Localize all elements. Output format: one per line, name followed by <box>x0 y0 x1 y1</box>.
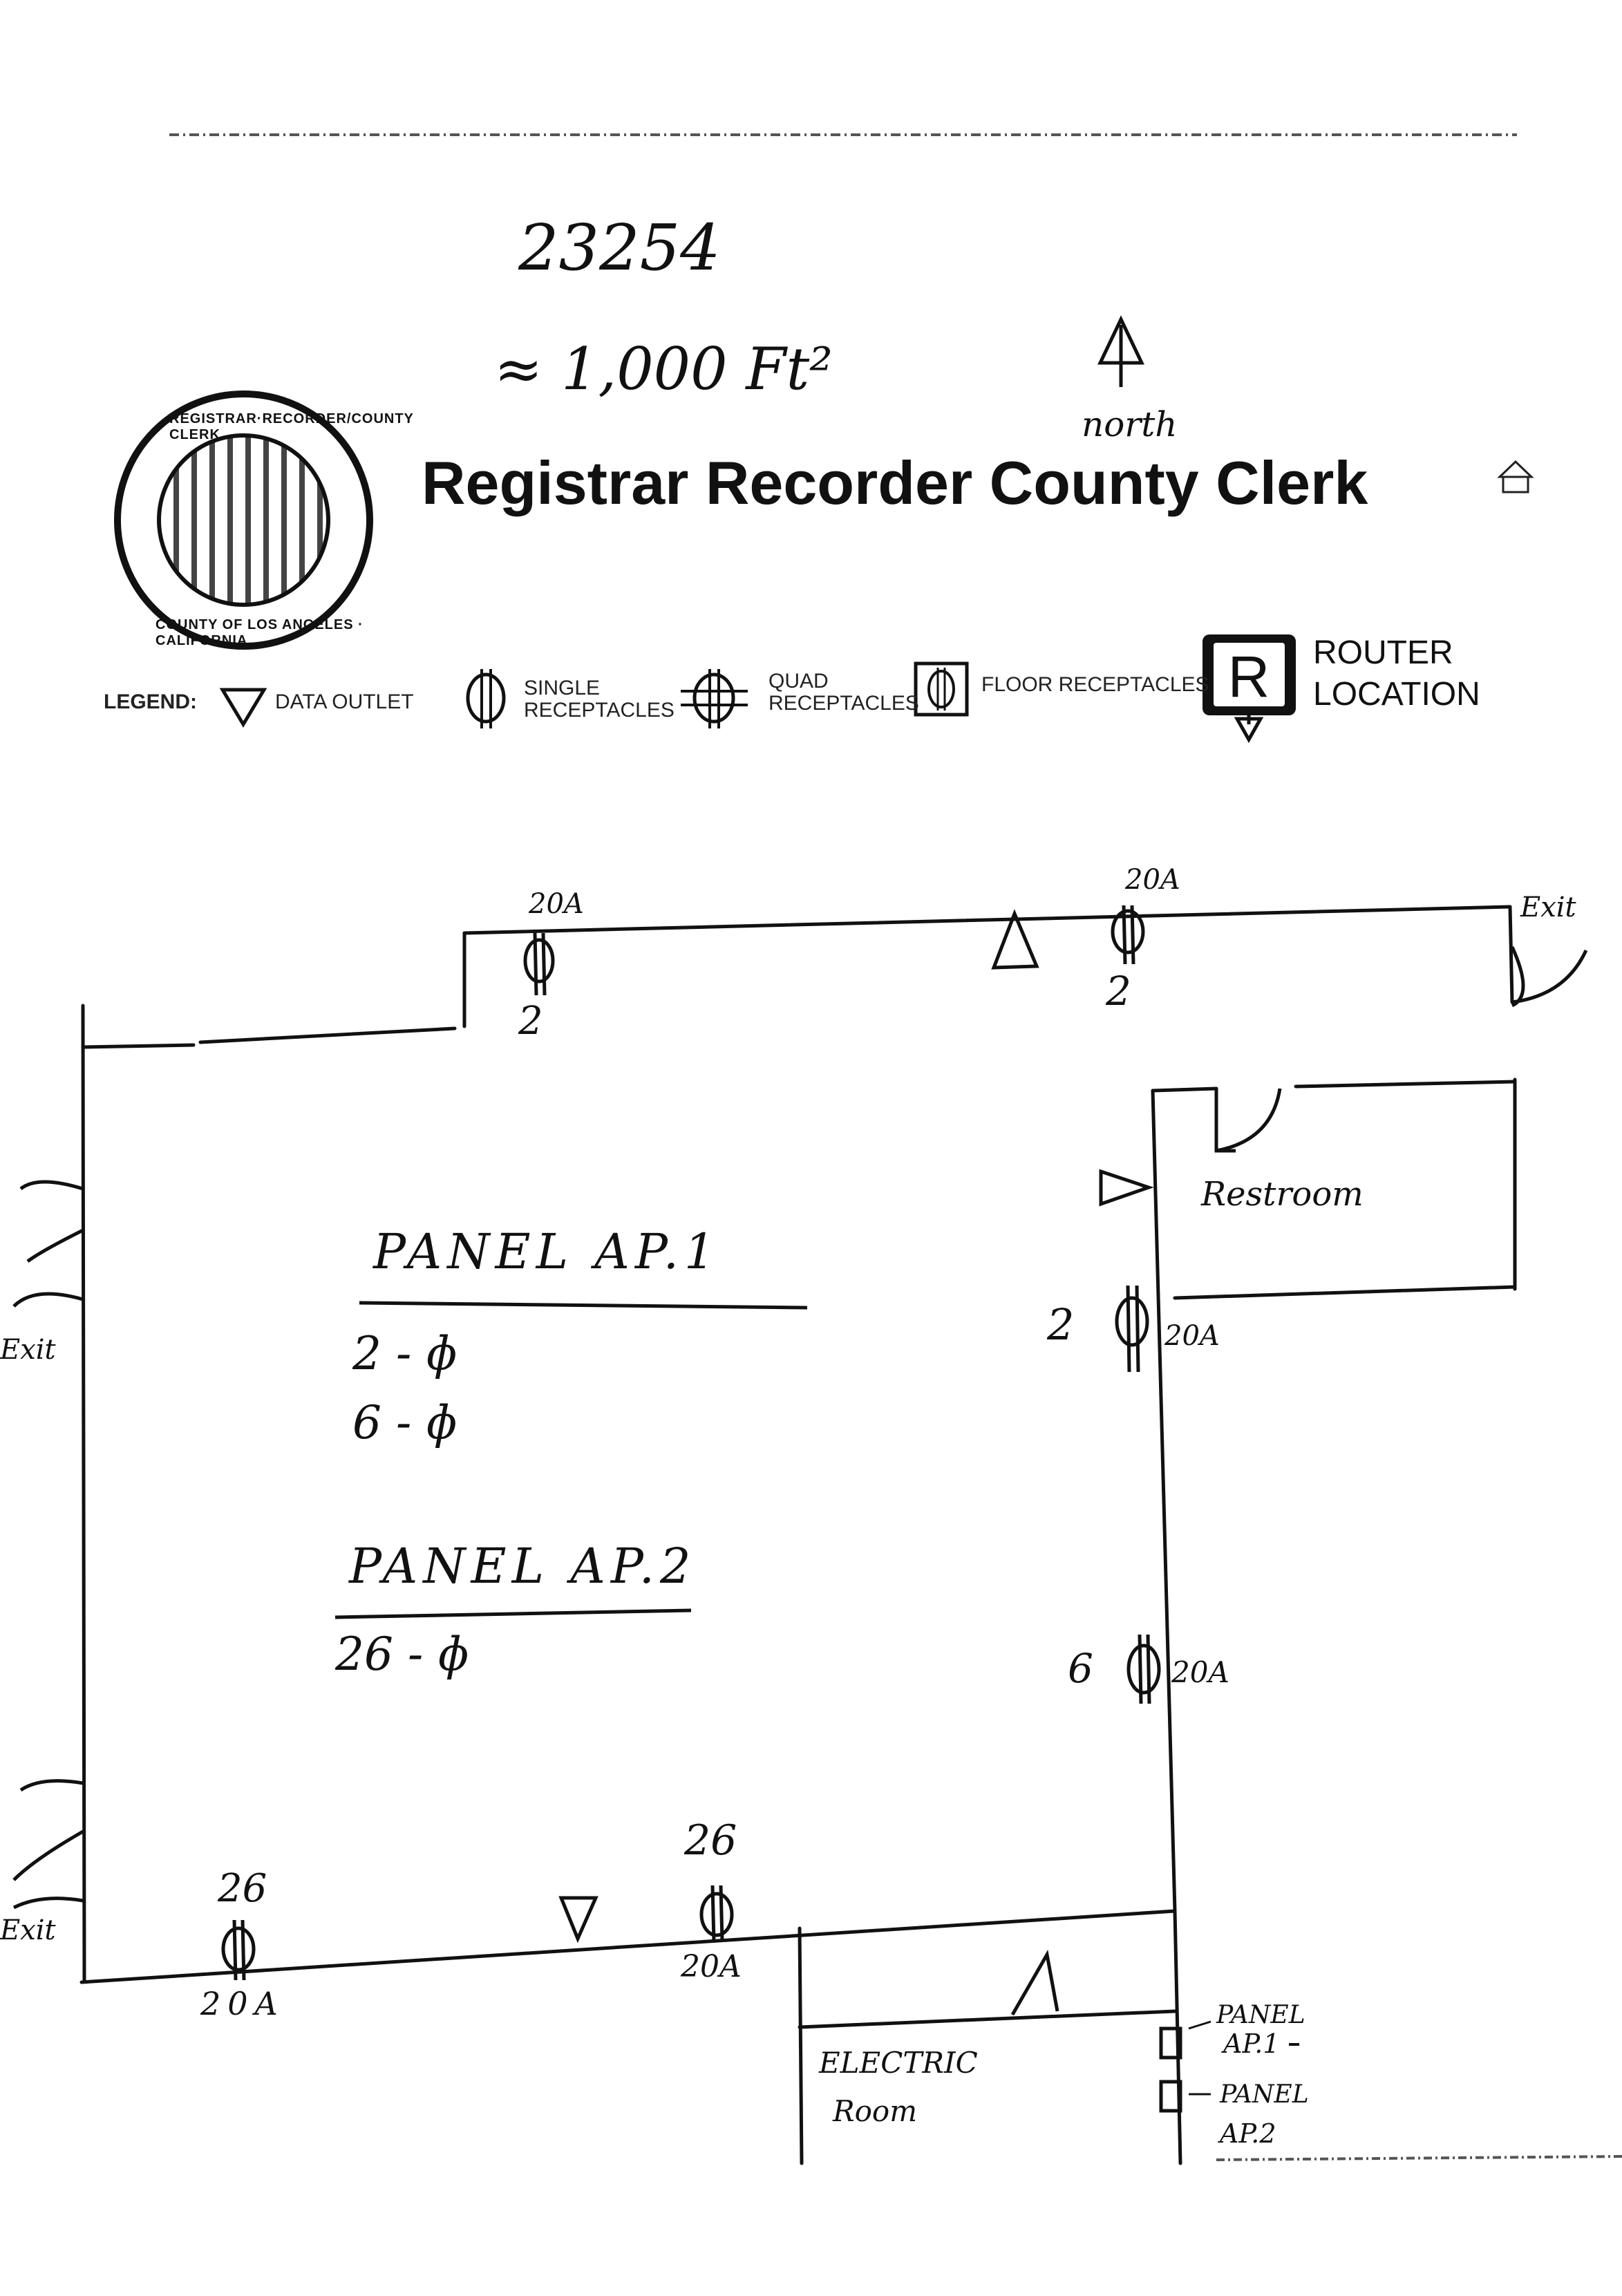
electric-room-label-line1: ELECTRIC <box>819 2046 978 2080</box>
east-lower-circuit: 6 <box>1068 1645 1093 1692</box>
seal-top-text: REGISTRAR·RECORDER/COUNTY CLERK <box>169 411 414 442</box>
home-icon <box>1497 460 1534 493</box>
plan-data-outlet-south <box>558 1896 598 1944</box>
top-right-circuit: 2 <box>1106 968 1131 1015</box>
east-lower-amp: 20A <box>1171 1655 1229 1689</box>
panel-ap1-line1: 2 - ɸ <box>352 1327 458 1380</box>
top-left-circuit: 2 <box>518 999 543 1044</box>
legend-data-outlet-text: DATA OUTLET <box>275 690 414 713</box>
floor-receptacle-icon <box>914 661 969 717</box>
area-note: ≈ 1,000 Ft² <box>494 335 833 403</box>
door-swings <box>12 945 1588 2016</box>
plan-receptacle-south-mid <box>699 1885 734 1943</box>
legend-label: LEGEND: <box>104 690 197 713</box>
panel-ap1-callout-line1: PANEL <box>1216 2001 1305 2029</box>
plan-receptacle-top-right <box>1111 905 1145 965</box>
east-upper-amp: 20A <box>1164 1320 1220 1352</box>
panel-ap2-box <box>1159 2080 1182 2113</box>
exit-west-upper-label: Exit <box>0 1334 56 1366</box>
plan-data-outlet-north <box>991 909 1039 970</box>
east-upper-circuit: 2 <box>1047 1299 1075 1350</box>
top-right-amp: 20A <box>1125 864 1180 896</box>
exit-west-lower-label: Exit <box>0 1914 56 1946</box>
panel-ap2-callout-line1: PANEL <box>1220 2080 1309 2109</box>
legend-quad-receptacle-text: QUAD RECEPTACLES <box>768 670 919 715</box>
legend-single-receptacle-text: SINGLE RECEPTACLES <box>524 677 675 722</box>
panel-ap2-heading: PANEL AP.2 <box>349 1538 697 1594</box>
south-left-circuit: 26 <box>218 1866 267 1911</box>
legend-router-text: ROUTER LOCATION <box>1313 634 1480 713</box>
plan-receptacle-east-upper <box>1115 1285 1149 1373</box>
south-left-amp: 20A <box>200 1985 285 2022</box>
data-outlet-icon <box>219 688 267 728</box>
page-title: Registrar Recorder County Clerk <box>422 449 1368 517</box>
panel-ap1-box <box>1159 2026 1182 2060</box>
floor-plan-walls <box>79 905 1517 2165</box>
restroom-label: Restroom <box>1201 1175 1364 1214</box>
quad-receptacle-icon <box>681 669 748 728</box>
plan-receptacle-south-left <box>221 1919 256 1981</box>
electric-room-label-line2: Room <box>833 2094 918 2128</box>
svg-text:R: R <box>1228 644 1270 709</box>
panel-ap1-line2: 6 - ɸ <box>352 1396 458 1449</box>
plan-receptacle-top-left <box>523 932 555 996</box>
north-label: north <box>1082 404 1178 444</box>
legend-floor-receptacle-text: FLOOR RECEPTACLES <box>981 673 1209 696</box>
plan-receptacle-east-lower <box>1126 1634 1161 1704</box>
panel-ap1-heading: PANEL AP.1 <box>373 1223 721 1280</box>
job-number: 23254 <box>518 211 721 285</box>
exit-northeast-label: Exit <box>1520 892 1576 923</box>
north-arrow-icon <box>1097 315 1144 387</box>
router-icon: R <box>1203 634 1296 744</box>
plan-data-outlet-east <box>1099 1169 1154 1207</box>
panel-ap1-callout-line2: AP.1 <box>1223 2029 1280 2059</box>
seal-bottom-text: COUNTY OF LOS ANGELES · CALIFORNIA <box>155 617 364 648</box>
south-mid-circuit: 26 <box>684 1816 737 1865</box>
south-mid-amp: 20A <box>681 1949 742 1984</box>
county-seal-logo: REGISTRAR·RECORDER/COUNTY CLERK COUNTY O… <box>114 390 413 650</box>
single-receptacle-icon <box>466 669 506 728</box>
top-left-amp: 20A <box>529 888 584 920</box>
panel-ap2-callout-line2: AP.2 <box>1220 2118 1276 2149</box>
panel-ap2-line1: 26 - ɸ <box>335 1628 469 1681</box>
